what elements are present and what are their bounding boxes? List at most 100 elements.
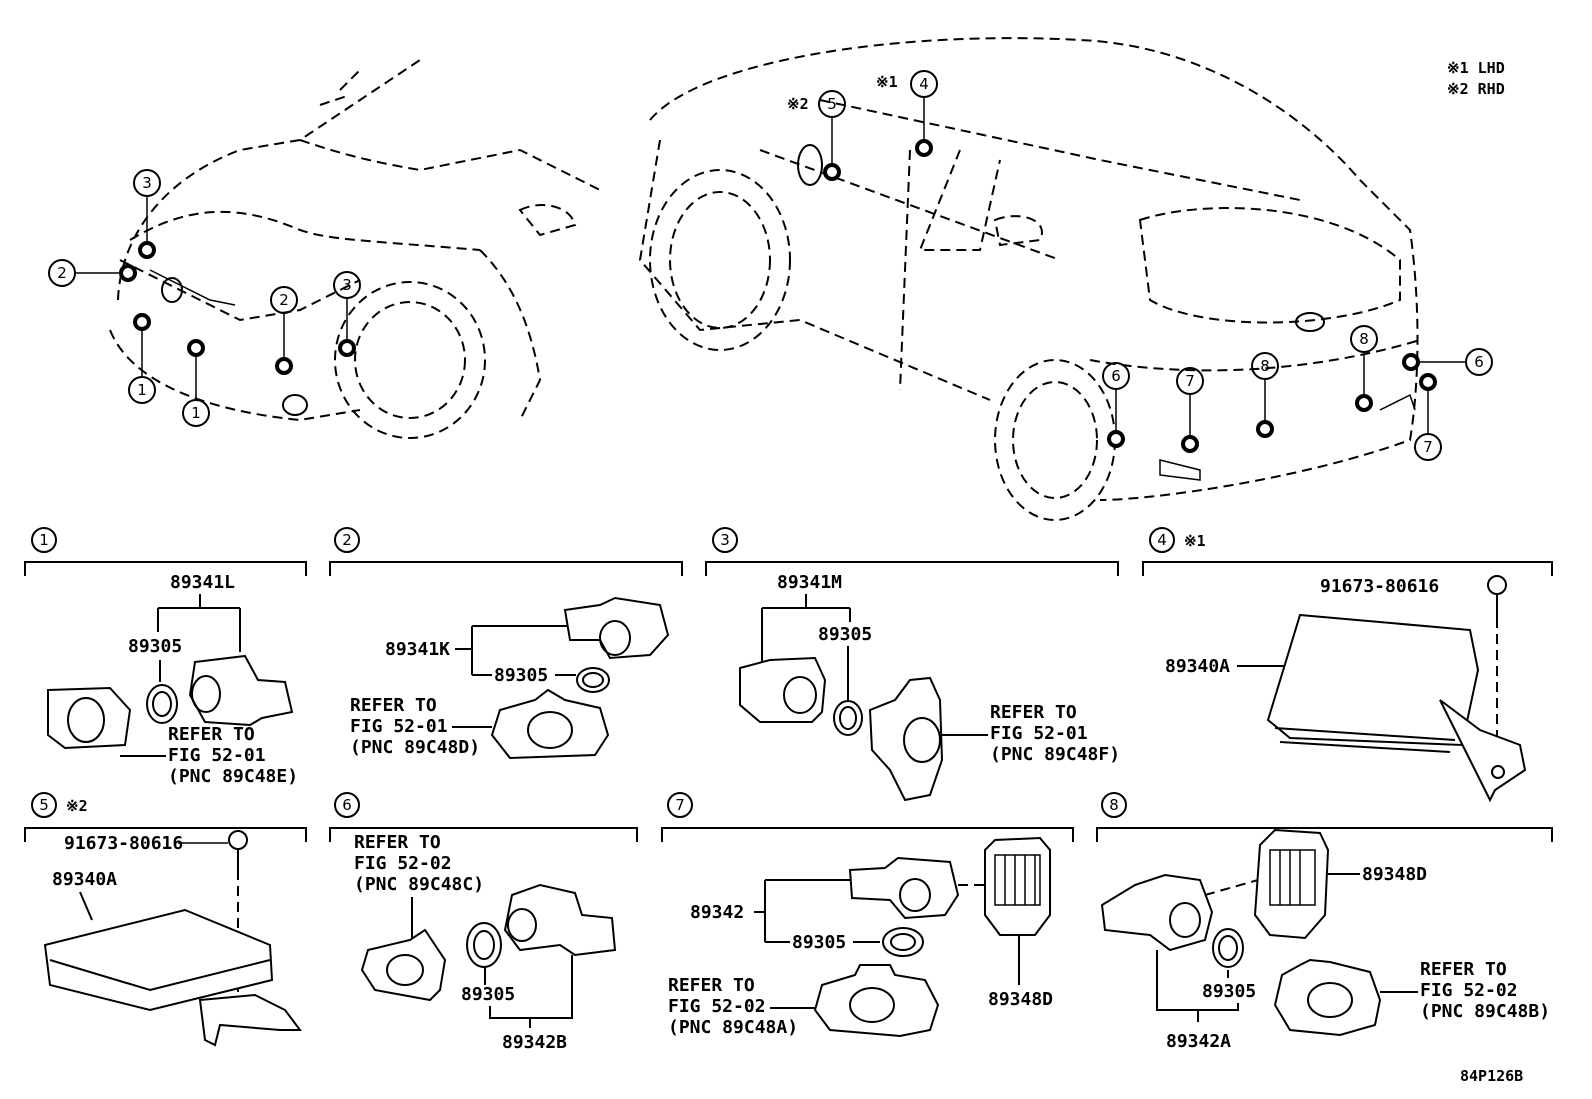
part-89342B: 89342B [502, 1032, 567, 1053]
retainer-ring-s2 [576, 667, 610, 693]
part-89340A-s5: 89340A [52, 869, 117, 890]
refer-line-2-s3: FIG 52-01 [990, 723, 1088, 744]
note-mark-2: ※2 [787, 95, 809, 113]
section-8-number: 8 [1109, 796, 1119, 814]
part-89340A-s4: 89340A [1165, 656, 1230, 677]
refer-line-1-s2: REFER TO [350, 695, 437, 716]
bolt-s4 [1487, 575, 1507, 618]
section-2: 2 89341K 89305 REFER TO FIG 52-01 (PNC 8… [329, 527, 683, 760]
refer-line-3-s8: (PNC 89C48B) [1420, 1001, 1550, 1022]
sensor-location-marker [275, 357, 293, 375]
callout-7-rear-left: 7 [1176, 367, 1204, 395]
refer-line-1-s6: REFER TO [354, 832, 441, 853]
svg-text:6: 6 [1111, 367, 1121, 385]
sensor-body-s8 [1100, 873, 1214, 952]
refer-line-3-s7: (PNC 89C48A) [668, 1017, 798, 1038]
sensor-location-marker [338, 339, 356, 357]
refer-line-3-s3: (PNC 89C48F) [990, 744, 1120, 765]
sensor-location-marker [187, 339, 205, 357]
callout-8-rear-right: 8 [1350, 325, 1378, 353]
part-91673-80616-s5: 91673-80616 [64, 833, 183, 854]
svg-text:8: 8 [1359, 330, 1369, 348]
retainer-ring-s7 [882, 927, 924, 957]
svg-text:8: 8 [1260, 357, 1270, 375]
svg-text:3: 3 [342, 276, 352, 294]
part-89341L: 89341L [170, 572, 235, 593]
sensor-bezel-s8 [1273, 958, 1382, 1037]
sensor-location-marker [1107, 430, 1125, 448]
callout-2-front-left: 2 [48, 259, 76, 287]
section-6: 6 REFER TO FIG 52-02 (PNC 89C48C) 89305 … [329, 792, 638, 1053]
callout-3-front-left: 3 [133, 169, 161, 197]
section-5-note: ※2 [66, 797, 88, 815]
refer-line-3-s1: (PNC 89C48E) [168, 766, 298, 787]
rear-vehicle-illustration: 4 ※1 5 ※2 6 7 8 8 6 7 [638, 37, 1493, 521]
callout-5-rear: 5 [818, 90, 846, 118]
refer-line-3-s2: (PNC 89C48D) [350, 737, 480, 758]
sensor-location-marker [138, 241, 156, 259]
svg-text:1: 1 [137, 381, 147, 399]
refer-line-1-s1: REFER TO [168, 724, 255, 745]
callout-4-rear: 4 [910, 70, 938, 98]
ecu-bracket-s5 [198, 993, 302, 1047]
section-3-number: 3 [720, 531, 730, 549]
part-89342: 89342 [690, 902, 744, 923]
sensor-body-s3 [739, 656, 827, 723]
svg-text:7: 7 [1423, 438, 1433, 456]
section-8: 8 89348D 89305 89342A REFER TO FIG 52-02… [1096, 792, 1553, 1052]
sensor-bezel-s2 [490, 688, 610, 760]
refer-line-2-s8: FIG 52-02 [1420, 980, 1518, 1001]
section-5-number: 5 [39, 796, 49, 814]
ecu-bracket-s4 [1439, 699, 1527, 803]
svg-text:1: 1 [191, 404, 201, 422]
part-89305-s1: 89305 [128, 636, 182, 657]
retainer-ring-s6 [466, 922, 502, 968]
legend-rhd: ※2 RHD [1447, 80, 1505, 98]
callout-2-front-right: 2 [270, 286, 298, 314]
part-89305-s7: 89305 [792, 932, 846, 953]
svg-text:7: 7 [1185, 372, 1195, 390]
section-4: 4 ※1 91673-80616 89340A [1142, 527, 1553, 803]
section-1-number: 1 [39, 531, 49, 549]
refer-line-1-s8: REFER TO [1420, 959, 1507, 980]
section-3: 3 89341M 89305 REFER TO FIG 52-01 (PNC 8… [705, 527, 1120, 802]
sensor-location-marker [1355, 394, 1373, 412]
section-5: 5 ※2 91673-80616 89340A [24, 792, 307, 1047]
note-mark-1: ※1 [876, 73, 898, 91]
svg-text:4: 4 [919, 75, 929, 93]
part-89341K: 89341K [385, 639, 450, 660]
svg-text:2: 2 [279, 291, 289, 309]
bolt-s5 [228, 830, 248, 870]
ecu-unit-s5 [43, 908, 274, 1012]
sensor-bezel-s1 [47, 686, 132, 750]
refer-line-1-s3: REFER TO [990, 702, 1077, 723]
front-vehicle-illustration: 3 2 1 1 2 3 [48, 59, 601, 439]
refer-line-2-s1: FIG 52-01 [168, 745, 266, 766]
part-89305-s3: 89305 [818, 624, 872, 645]
section-4-number: 4 [1157, 531, 1167, 549]
sensor-location-marker [133, 313, 151, 331]
callout-1-front-left: 1 [128, 376, 156, 404]
sensor-bezel-s6 [360, 928, 447, 1002]
sensor-location-marker [915, 139, 933, 157]
part-89341M: 89341M [777, 572, 842, 593]
svg-text:3: 3 [142, 174, 152, 192]
section-1: 1 89341L 89305 REFER TO FIG 52-01 (PNC 8… [24, 527, 307, 787]
retainer-ring-s3 [833, 700, 863, 736]
svg-text:2: 2 [57, 264, 67, 282]
callout-8-rear-center: 8 [1251, 352, 1279, 380]
refer-line-2-s2: FIG 52-01 [350, 716, 448, 737]
part-89305-s2: 89305 [494, 665, 548, 686]
sensor-location-marker [1402, 353, 1420, 371]
part-89305-s8: 89305 [1202, 981, 1256, 1002]
retainer-ring-s8 [1212, 928, 1244, 968]
refer-line-2-s6: FIG 52-02 [354, 853, 452, 874]
section-7: 7 89342 89305 89348D REFER TO FIG 52-02 … [661, 792, 1074, 1038]
ecu-unit-s4 [1266, 613, 1480, 747]
sensor-body-s1 [188, 654, 294, 727]
callout-6-rear-left: 6 [1102, 362, 1130, 390]
sensor-body-s6 [503, 883, 617, 957]
retainer-ring-s1 [146, 684, 178, 724]
svg-text:5: 5 [827, 95, 837, 113]
sensor-location-marker [1181, 435, 1199, 453]
